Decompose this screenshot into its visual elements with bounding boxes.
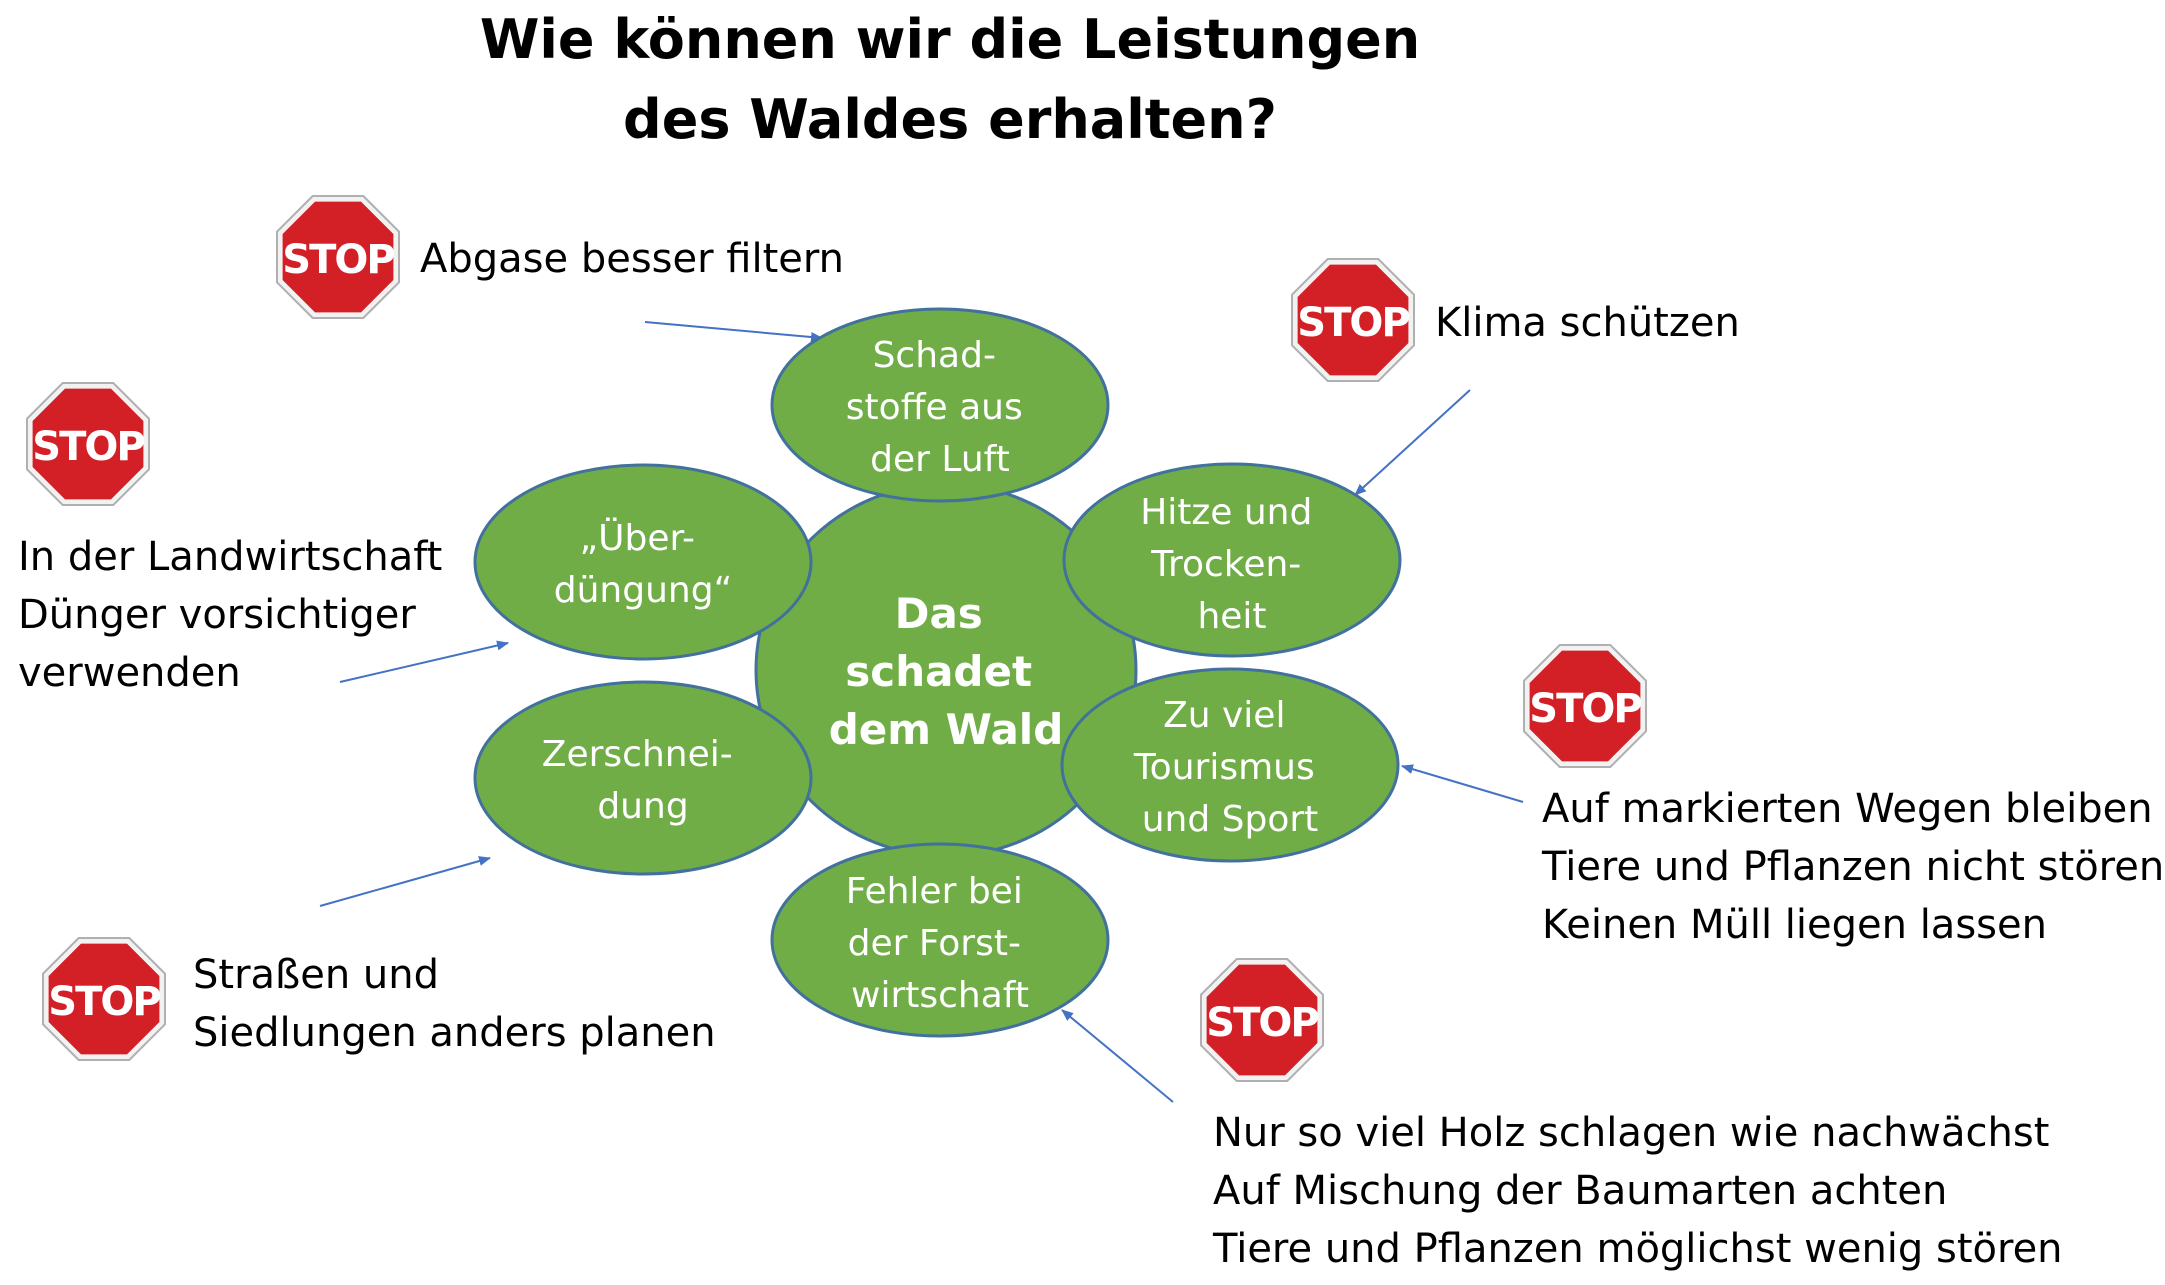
- cause-ueberduengung: „Über- düngung“: [473, 463, 813, 661]
- arrow-abgase: [644, 321, 823, 342]
- svg-text:„Über- düngung“: „Über- düngung“: [554, 517, 732, 611]
- arrow-landwirtschaft: [339, 640, 509, 683]
- center-line-1: Das: [895, 589, 983, 638]
- svg-text:Zu viel Tourismus: Zu viel Tourismus und Sport: [1133, 695, 1326, 840]
- svg-text:Fehler bei der Forst-: Fehler bei der Forst- wirtschaft: [846, 871, 1035, 1016]
- svg-text:Schad- stoffe aus: Schad- stoffe aus der Luft: [846, 335, 1034, 480]
- svg-text:Das schadet dem Wa: Das schadet dem Wald: [829, 589, 1064, 754]
- stop-sign-label: STOP: [32, 424, 144, 470]
- arrow-wege: [1401, 764, 1524, 803]
- stop-sign-icon: STOP: [1523, 644, 1647, 768]
- measure-strassen: Straßen und Siedlungen anders planen: [193, 952, 716, 1056]
- stop-sign-icon: STOP: [26, 382, 150, 506]
- center-node: Das schadet dem Wald: [754, 482, 1138, 858]
- measure-wege: Auf markierten Wegen bleiben Tiere und P…: [1542, 786, 2165, 948]
- cause-tourismus: Zu viel Tourismus und Sport: [1060, 667, 1400, 863]
- cause-forstwirtschaft: Fehler bei der Forst- wirtschaft: [770, 842, 1110, 1038]
- svg-text:Hitze und Trocken-: Hitze und Trocken- heit: [1140, 492, 1324, 637]
- stop-sign-label: STOP: [1297, 300, 1409, 346]
- cause-schadstoffe: Schad- stoffe aus der Luft: [770, 307, 1110, 503]
- page-title: Wie können wir die Leistungen: [479, 8, 1421, 71]
- arrows: [319, 321, 1524, 1103]
- stop-sign-label: STOP: [48, 979, 160, 1025]
- arrow-holz: [1061, 1009, 1174, 1103]
- stop-sign-label: STOP: [282, 237, 394, 283]
- stop-sign-icon: STOP: [1200, 958, 1324, 1082]
- page-title-line-2: des Waldes erhalten?: [623, 88, 1277, 151]
- cause-hitze: Hitze und Trocken- heit: [1062, 462, 1402, 658]
- svg-text:Zerschnei- dung: Zerschnei- dung: [542, 734, 744, 827]
- center-line-3: dem Wald: [829, 705, 1064, 754]
- stop-sign-icon: STOP: [276, 195, 400, 319]
- arrow-klima: [1354, 389, 1471, 496]
- measure-landwirtschaft: In der Landwirtschaft Dünger vorsichtige…: [18, 534, 443, 696]
- arrow-strassen: [319, 856, 491, 907]
- stop-sign-icon: STOP: [42, 937, 166, 1061]
- measure-holz: Nur so viel Holz schlagen wie nachwächst…: [1213, 1110, 2063, 1272]
- cause-zerschneidung: Zerschnei- dung: [473, 680, 813, 876]
- measure-abgase: Abgase besser filtern: [420, 236, 844, 282]
- stop-sign-label: STOP: [1529, 686, 1641, 732]
- stop-sign-icon: STOP: [1291, 258, 1415, 382]
- measure-klima: Klima schützen: [1435, 300, 1740, 346]
- stop-sign-label: STOP: [1206, 1000, 1318, 1046]
- center-line-2: schadet: [845, 647, 1032, 696]
